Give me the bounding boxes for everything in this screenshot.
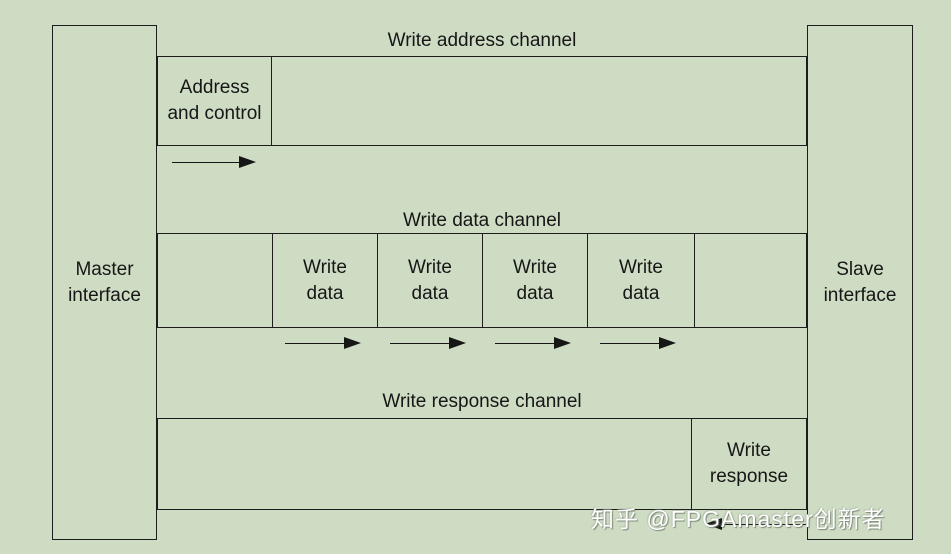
label-line: Write	[513, 256, 557, 278]
write-data-label: Write data	[513, 255, 557, 307]
right-arrow-icon	[495, 337, 571, 350]
write-data-cell: Write data	[378, 234, 483, 327]
write-data-label: Write data	[408, 255, 452, 307]
write-response-label: Write response	[710, 438, 788, 490]
arrow-head	[659, 337, 676, 349]
label-line: Write	[619, 256, 663, 278]
label-line: Write	[727, 440, 771, 461]
right-arrow-icon	[600, 337, 676, 350]
response-channel-band: Write response	[157, 418, 807, 510]
slave-interface-box: Slave interface	[807, 25, 913, 540]
write-address-channel-title: Write address channel	[387, 30, 577, 51]
label-line: interface	[823, 284, 897, 306]
right-arrow-icon	[390, 337, 466, 350]
arrow-head	[554, 337, 571, 349]
write-data-label: Write data	[303, 255, 347, 307]
label-line: data	[306, 282, 344, 304]
data-channel-empty-cell	[158, 234, 273, 327]
arrow-head	[239, 156, 256, 168]
left-arrow-icon	[705, 518, 806, 531]
label-line: data	[411, 282, 449, 304]
label-line: data	[622, 282, 660, 304]
label-line: Master	[75, 258, 134, 280]
arrow-shaft	[717, 523, 806, 525]
address-channel-empty-cell	[272, 57, 806, 145]
label-line: data	[516, 282, 554, 304]
master-interface-label: Master interface	[68, 257, 141, 309]
label-line: Address	[179, 77, 250, 98]
label-line: response	[709, 466, 789, 487]
arrow-head	[705, 518, 722, 530]
arrow-head	[449, 337, 466, 349]
write-data-cell: Write data	[483, 234, 588, 327]
right-arrow-icon	[285, 337, 361, 350]
arrow-shaft	[390, 342, 454, 344]
label-line: Write	[408, 256, 452, 278]
arrow-shaft	[495, 342, 559, 344]
master-interface-box: Master interface	[52, 25, 157, 540]
response-channel-empty-cell	[158, 419, 692, 509]
arrow-shaft	[600, 342, 664, 344]
arrow-shaft	[172, 161, 244, 163]
write-data-cell: Write data	[273, 234, 378, 327]
label-line: Write	[303, 256, 347, 278]
write-response-channel-title: Write response channel	[382, 391, 582, 412]
address-and-control-label: Address and control	[167, 75, 261, 127]
label-line: interface	[68, 284, 141, 306]
write-response-cell: Write response	[692, 419, 806, 509]
arrow-shaft	[285, 342, 349, 344]
data-channel-band: Write data Write data Write data Write d…	[157, 233, 807, 328]
label-line: and control	[167, 103, 262, 124]
zhihu-watermark: 知乎 @FPGAmaster创新者	[591, 506, 886, 532]
write-data-channel-title: Write data channel	[402, 210, 562, 231]
right-arrow-icon	[172, 156, 256, 169]
label-line: Slave	[836, 258, 884, 280]
address-channel-band: Address and control	[157, 56, 807, 146]
address-and-control-cell: Address and control	[158, 57, 272, 145]
write-data-label: Write data	[619, 255, 663, 307]
data-channel-empty-cell	[695, 234, 806, 327]
slave-interface-label: Slave interface	[824, 257, 897, 309]
write-data-cell: Write data	[588, 234, 695, 327]
arrow-head	[344, 337, 361, 349]
